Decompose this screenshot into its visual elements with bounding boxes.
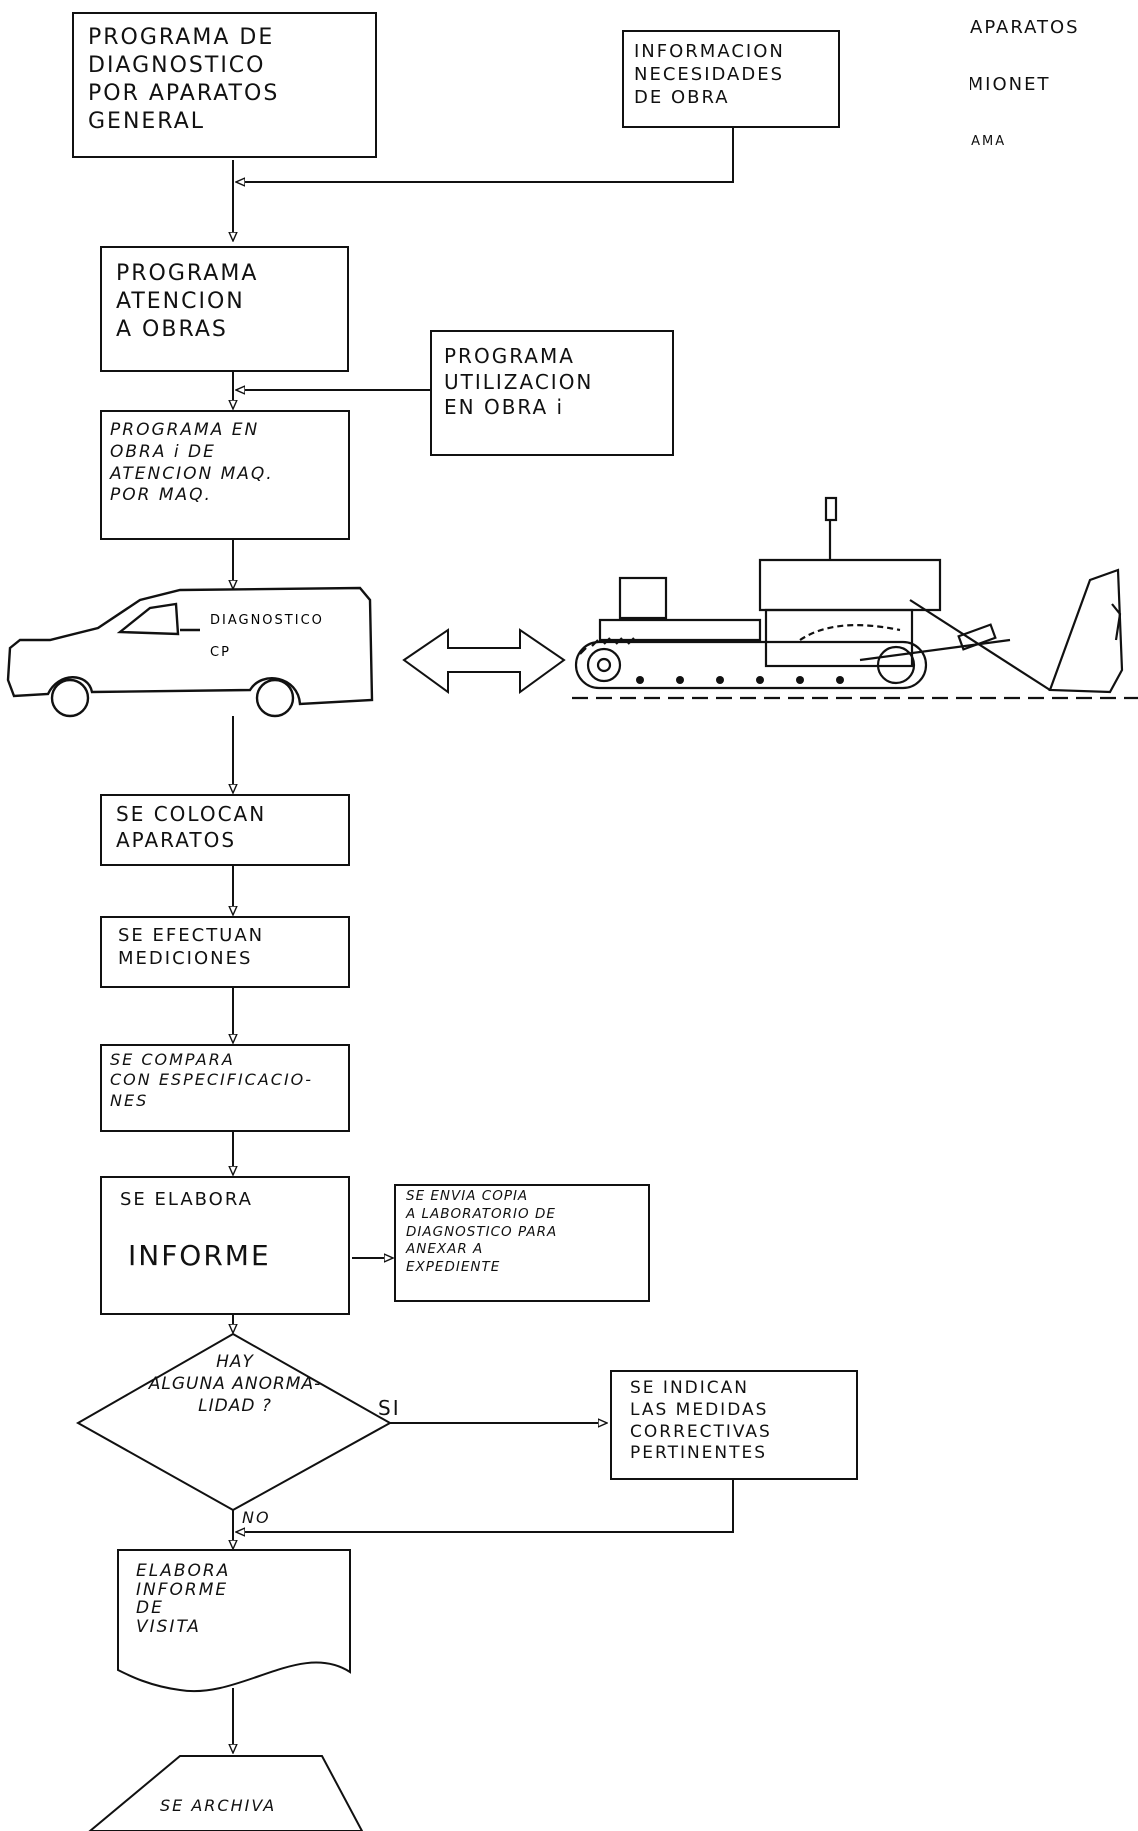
se-elabora-label: SE ELABORA [120,1189,253,1210]
decision-anormalidad-shape [75,1332,393,1512]
medidas-box: SE INDICAN LAS MEDIDAS CORRECTIVAS PERTI… [610,1370,858,1480]
se-envia-label: SE ENVIA COPIA A LABORATORIO DE DIAGNOST… [406,1188,558,1276]
document-shape [117,1549,351,1693]
connector-medidas-merge [237,1480,734,1532]
medidas-label: SE INDICAN LAS MEDIDAS CORRECTIVAS PERTI… [630,1378,772,1464]
programa-utilizacion-label: PROGRAMA UTILIZACION EN OBRA i [444,344,594,420]
label-si: SI [378,1396,401,1420]
decision-anormalidad-label: HAY ALGUNA ANORMA- LIDAD ? [148,1352,322,1416]
informacion-box: INFORMACION NECESIDADES DE OBRA [622,30,840,128]
connector-lines [233,128,734,1752]
se-archiva-label: SE ARCHIVA [160,1796,277,1815]
van-label-cp: CP [210,645,231,660]
programa-utilizacion-box: PROGRAMA UTILIZACION EN OBRA i [430,330,674,456]
programa-en-obra-box: PROGRAMA EN OBRA i DE ATENCION MAQ. POR … [100,410,350,540]
se-compara-label: SE COMPARA CON ESPECIFICACIO- NES [110,1050,314,1110]
corner-note: APARATOS -"CAMIONET DIAGRAMA [970,0,1138,173]
van-label-diagnostico: DIAGNOSTICO [210,613,324,628]
label-no: NO [242,1508,271,1527]
se-elabora-box: SE ELABORA INFORME [100,1176,350,1315]
se-efectuan-label: SE EFECTUAN MEDICIONES [118,925,265,970]
van-illustration [6,586,374,718]
programa-en-obra-label: PROGRAMA EN OBRA i DE ATENCION MAQ. POR … [110,420,274,506]
elabora-informe-label: ELABORA INFORME DE VISITA [136,1561,231,1638]
se-efectuan-box: SE EFECTUAN MEDICIONES [100,916,350,988]
connector-informacion-merge [237,128,734,182]
programa-atencion-box: PROGRAMA ATENCION A OBRAS [100,246,349,372]
informe-label: INFORME [128,1239,271,1272]
corner-note-line-2: -"CAMIONET [970,74,1051,96]
programa-diagnostico-box: PROGRAMA DE DIAGNOSTICO POR APARATOS GEN… [72,12,377,158]
corner-note-line-3: DIAGRAMA [970,134,1007,150]
se-colocan-box: SE COLOCAN APARATOS [100,794,350,866]
se-compara-box: SE COMPARA CON ESPECIFICACIO- NES [100,1044,350,1132]
bulldozer-illustration [572,496,1138,700]
programa-atencion-label: PROGRAMA ATENCION A OBRAS [116,261,259,343]
se-envia-box: SE ENVIA COPIA A LABORATORIO DE DIAGNOST… [394,1184,650,1302]
double-arrow [402,628,566,694]
programa-diagnostico-label: PROGRAMA DE DIAGNOSTICO POR APARATOS GEN… [88,25,280,135]
se-colocan-label: SE COLOCAN APARATOS [116,802,267,852]
informacion-label: INFORMACION NECESIDADES DE OBRA [634,41,785,109]
corner-note-line-1: APARATOS [970,16,1080,38]
archive-shape [88,1755,364,1831]
